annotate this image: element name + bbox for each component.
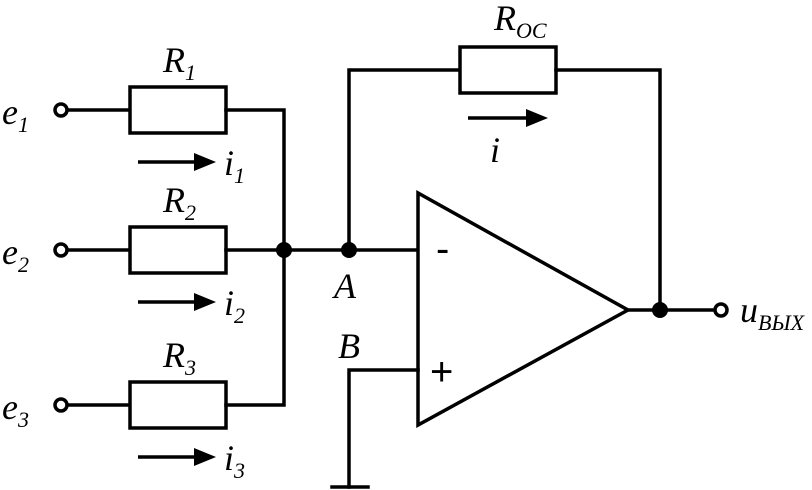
input-terminal-e2: [53, 242, 69, 258]
op-amp: - +: [416, 190, 632, 428]
resistor-r3: [128, 380, 228, 430]
wire: [224, 248, 286, 407]
inverting-sign: -: [436, 227, 449, 271]
label-e3: e3: [2, 387, 29, 432]
arrow-head: [194, 153, 216, 171]
wire: [554, 68, 662, 312]
label-r1: R1: [162, 40, 196, 85]
op-amp-triangle: [416, 190, 632, 428]
input-terminal-e3: [53, 397, 69, 413]
input-terminal-e1: [53, 102, 69, 118]
non-inverting-sign: +: [430, 350, 453, 394]
label-e2: e2: [2, 232, 29, 277]
wire: [224, 108, 286, 252]
label-node-b: B: [338, 326, 360, 366]
ground-path: [330, 368, 420, 489]
junction-node: [276, 242, 292, 258]
label-i3: i3: [224, 438, 245, 483]
label-i1: i1: [224, 143, 245, 188]
wire: [347, 68, 462, 252]
junction-node-a: [341, 242, 357, 258]
input-branch-2: [53, 225, 420, 311]
arrow-head: [526, 109, 548, 127]
input-branch-1: [53, 85, 286, 252]
wire: [347, 368, 420, 489]
label-i: i: [490, 130, 500, 170]
arrow-head: [194, 448, 216, 466]
junction-node-output: [652, 302, 668, 318]
resistor-roc: [458, 45, 558, 95]
feedback-path: [347, 45, 662, 312]
output-terminal: [713, 302, 729, 318]
output-path: [626, 302, 729, 318]
label-r3: R3: [162, 335, 196, 380]
label-node-a: A: [332, 266, 357, 306]
label-e1: e1: [2, 92, 29, 137]
label-r2: R2: [162, 180, 196, 225]
label-roc: ROC: [493, 0, 547, 43]
label-output: uВЫХ: [740, 290, 806, 335]
input-branch-3: [53, 248, 286, 466]
label-i2: i2: [224, 283, 245, 328]
resistor-r1: [128, 85, 228, 135]
arrow-head: [194, 293, 216, 311]
resistor-r2: [128, 225, 228, 275]
